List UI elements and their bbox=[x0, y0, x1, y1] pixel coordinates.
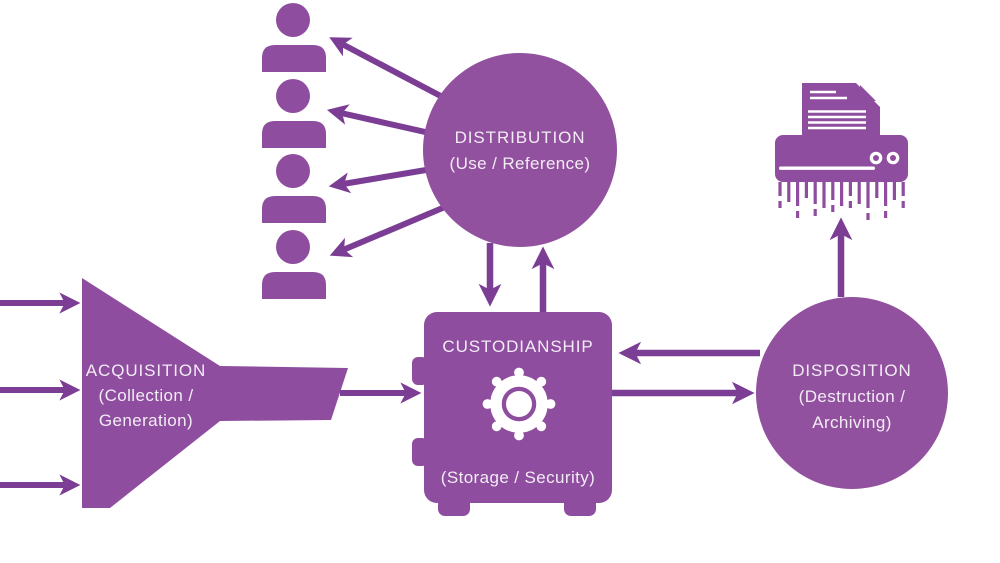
node-disposition: DISPOSITION (Destruction / Archiving) bbox=[756, 297, 948, 489]
arrow-distribution-to-user-4 bbox=[329, 201, 454, 258]
dial-gear-icon bbox=[482, 367, 556, 441]
user-icon-3 bbox=[262, 154, 326, 223]
user-icon-4 bbox=[262, 230, 326, 299]
node-distribution: DISTRIBUTION (Use / Reference) bbox=[423, 53, 617, 247]
distribution-subtitle: (Use / Reference) bbox=[450, 154, 591, 173]
input-arrows bbox=[0, 292, 81, 496]
shredded-paper-strips bbox=[778, 182, 905, 208]
user-icon-1 bbox=[262, 3, 326, 72]
distribution-arrows bbox=[326, 37, 454, 258]
arrow-distribution-to-user-3 bbox=[328, 166, 433, 194]
disposition-subtitle-line1: (Destruction / bbox=[799, 387, 906, 406]
disposition-subtitle-line2: Archiving) bbox=[812, 413, 892, 432]
acquisition-title: ACQUISITION bbox=[86, 361, 206, 380]
custodianship-subtitle: (Storage / Security) bbox=[441, 468, 595, 487]
distribution-title: DISTRIBUTION bbox=[455, 128, 586, 147]
distribution-circle bbox=[423, 53, 617, 247]
arrow-distribution-to-user-1 bbox=[329, 37, 454, 105]
arrow-distribution-to-user-2 bbox=[326, 104, 435, 137]
shredder-button-2-center bbox=[890, 155, 896, 161]
acquisition-subtitle-line2: Generation) bbox=[99, 411, 193, 430]
shredder-body bbox=[775, 135, 908, 182]
user-icons bbox=[262, 3, 326, 299]
custodianship-title: CUSTODIANSHIP bbox=[442, 337, 593, 356]
shredded-paper-dashes bbox=[778, 201, 905, 220]
shredder-slot bbox=[779, 166, 875, 170]
node-custodianship: CUSTODIANSHIP (Storage / Security) bbox=[412, 312, 612, 516]
shredder-button-1-center bbox=[873, 155, 879, 161]
node-acquisition: ACQUISITION (Collection / Generation) bbox=[82, 278, 348, 508]
shredder-icon bbox=[775, 83, 908, 220]
acquisition-subtitle-line1: (Collection / bbox=[99, 386, 194, 405]
disposition-title: DISPOSITION bbox=[792, 361, 911, 380]
user-icon-2 bbox=[262, 79, 326, 148]
disposition-circle bbox=[756, 297, 948, 489]
document-icon bbox=[802, 83, 880, 145]
document-fold-corner bbox=[860, 85, 876, 101]
funnel-icon bbox=[82, 278, 348, 508]
